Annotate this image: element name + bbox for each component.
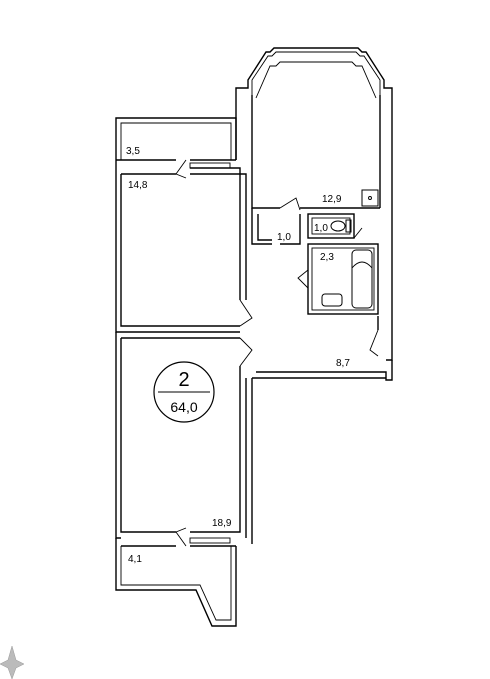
area-label-balcony-top: 3,5 bbox=[126, 146, 140, 157]
area-label-kitchen: 12,9 bbox=[322, 194, 342, 205]
toilet bbox=[307, 213, 363, 239]
living-room bbox=[115, 332, 253, 547]
area-label-balcony-bottom: 4,1 bbox=[128, 554, 142, 565]
area-label-closet: 1,0 bbox=[277, 232, 291, 243]
area-label-bedroom: 14,8 bbox=[128, 180, 148, 191]
balcony-bottom bbox=[115, 538, 237, 627]
hall bbox=[239, 316, 393, 381]
total-area: 64,0 bbox=[170, 399, 197, 415]
kitchen bbox=[235, 47, 393, 330]
room-count: 2 bbox=[178, 369, 189, 391]
area-label-hall: 8,7 bbox=[336, 358, 350, 369]
apartment-badge: 2 64,0 bbox=[153, 361, 215, 423]
area-label-living-room: 18,9 bbox=[212, 518, 232, 529]
bathroom bbox=[297, 243, 379, 315]
area-label-toilet: 1,0 bbox=[314, 223, 328, 234]
compass-icon bbox=[0, 645, 25, 679]
closet bbox=[251, 208, 301, 245]
area-label-bathroom: 2,3 bbox=[320, 252, 334, 263]
